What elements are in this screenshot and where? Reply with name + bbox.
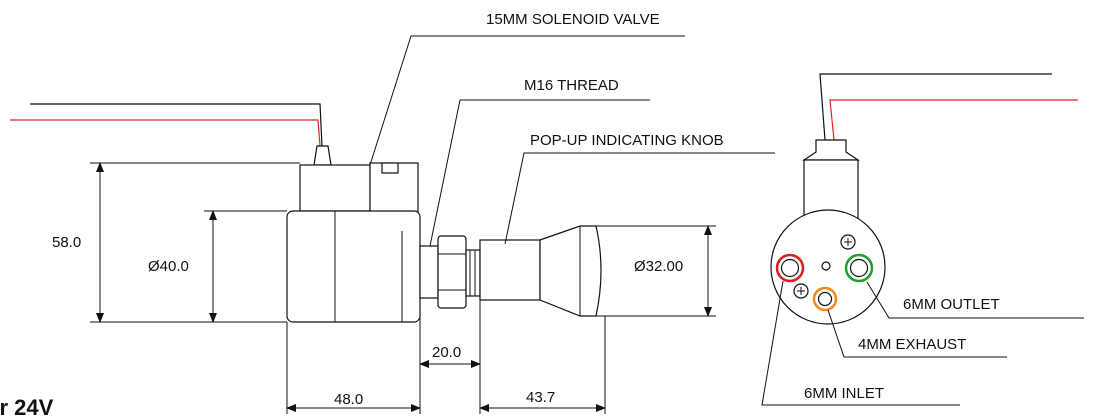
dim-body-length-label: 48.0	[334, 391, 363, 408]
dim-height-label: 58.0	[52, 234, 81, 251]
end-view-leaders	[761, 280, 1084, 406]
callout-exhaust: 4MM EXHAUST	[858, 336, 966, 353]
dim-thread-length-label: 20.0	[432, 344, 461, 361]
end-view-labels: 6MM OUTLET 4MM EXHAUST 6MM INLET	[804, 296, 1000, 402]
knob-head	[539, 225, 602, 317]
callout-thread: M16 THREAD	[524, 77, 619, 94]
screw-head-top	[840, 234, 856, 250]
signal-wire	[10, 119, 321, 147]
callout-solenoid-valve: 15MM SOLENOID VALVE	[486, 11, 660, 28]
center-hole	[821, 261, 831, 271]
indicating-knob-side	[479, 225, 602, 317]
exhaust-port	[812, 286, 838, 312]
callout-labels: 15MM SOLENOID VALVE M16 THREAD POP-UP IN…	[486, 11, 724, 149]
callout-inlet: 6MM INLET	[804, 385, 884, 402]
dimension-labels: 58.0 Ø40.0 Ø32.00 20.0 48.0 43.7	[52, 234, 683, 408]
dimension-lines	[90, 162, 716, 414]
connector-notch	[381, 162, 399, 174]
knob-stem	[479, 239, 541, 301]
screw-head-bottom	[793, 283, 809, 299]
solenoid-valve-side	[286, 145, 421, 323]
thread-neck	[419, 245, 439, 299]
end-lead-wire	[819, 73, 1052, 141]
end-cable-gland	[802, 139, 860, 161]
callout-outlet: 6MM OUTLET	[903, 296, 1000, 313]
m16-thread-fitting	[419, 235, 481, 309]
outlet-port	[844, 253, 874, 283]
end-view-wires	[819, 73, 1078, 141]
callout-indicating-knob: POP-UP INDICATING KNOB	[530, 132, 724, 149]
inlet-port	[775, 253, 805, 283]
dim-knob-length-label: 43.7	[526, 389, 555, 406]
end-signal-wire	[829, 99, 1078, 141]
lead-wire	[30, 103, 323, 147]
cable-gland	[313, 145, 332, 166]
side-view-wires	[10, 103, 323, 147]
callout-leaders	[369, 35, 775, 247]
thread-stub	[465, 249, 481, 297]
caption-text: or 24V	[0, 395, 54, 420]
hex-nut	[437, 235, 467, 309]
valve-body	[286, 210, 421, 323]
coil-cap	[299, 164, 371, 212]
dim-knob-diameter-label: Ø32.00	[634, 258, 683, 275]
valve-end-view	[770, 139, 886, 325]
dim-body-diameter-label: Ø40.0	[148, 258, 189, 275]
